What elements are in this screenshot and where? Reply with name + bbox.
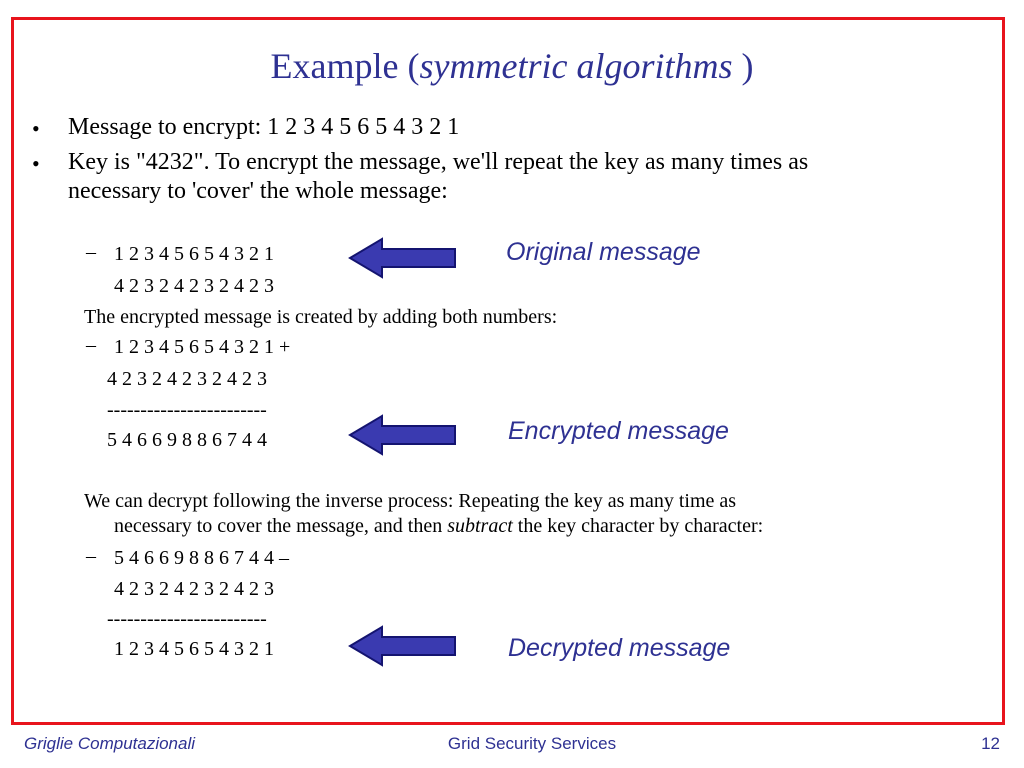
encrypt-intro: The encrypted message is created by addi… [84, 306, 558, 328]
bullet-message: Message to encrypt: 1 2 3 4 5 6 5 4 3 2 … [68, 114, 460, 140]
bullet-key-cont: necessary to 'cover' the whole message: [68, 178, 448, 204]
title-end: ) [732, 46, 754, 86]
original-message: 1 2 3 4 5 6 5 4 3 2 1 [114, 243, 274, 265]
dash-marker: – [86, 545, 96, 567]
separator: ------------------------ [107, 608, 267, 630]
page-number: 12 [981, 734, 1000, 753]
slide-frame [11, 17, 1005, 725]
dash-marker: – [86, 334, 96, 356]
left-arrow-icon [348, 414, 456, 456]
key-repeated: 4 2 3 2 4 2 3 2 4 2 3 [114, 275, 274, 297]
bullet-dot: • [32, 151, 40, 176]
label-decrypted: Decrypted message [508, 634, 731, 662]
label-original: Original message [506, 238, 701, 266]
title-main: Example ( [270, 46, 420, 86]
title-italic: symmetric algorithms [419, 46, 733, 86]
bullet-key: Key is "4232". To encrypt the message, w… [68, 149, 809, 175]
slide-title: Example (symmetric algorithms ) [0, 44, 1024, 88]
left-arrow-icon [348, 625, 456, 667]
key-repeated: 4 2 3 2 4 2 3 2 4 2 3 [114, 578, 274, 600]
decrypt-text-pre: necessary to cover the message, and then [114, 515, 448, 537]
subtract-word: subtract [447, 515, 513, 537]
subtract-line: 5 4 6 6 9 8 8 6 7 4 4 – [114, 547, 289, 569]
label-encrypted: Encrypted message [508, 417, 729, 445]
footer-course: Griglie Computazionali [24, 734, 196, 753]
encrypted-message: 5 4 6 6 9 8 8 6 7 4 4 [107, 429, 267, 451]
decrypt-text-cont: necessary to cover the message, and then… [114, 513, 763, 539]
dash-marker: – [86, 241, 96, 263]
bullet-dot: • [32, 116, 40, 141]
left-arrow-icon [348, 237, 456, 279]
decrypted-message: 1 2 3 4 5 6 5 4 3 2 1 [114, 638, 274, 660]
key-repeated: 4 2 3 2 4 2 3 2 4 2 3 [107, 368, 267, 390]
decrypt-text-post: the key character by character: [512, 515, 764, 537]
separator: ------------------------ [107, 399, 267, 421]
footer-topic: Grid Security Services [447, 734, 617, 753]
sum-line: 1 2 3 4 5 6 5 4 3 2 1 + [114, 336, 291, 358]
decrypt-text: We can decrypt following the inverse pro… [84, 490, 737, 512]
